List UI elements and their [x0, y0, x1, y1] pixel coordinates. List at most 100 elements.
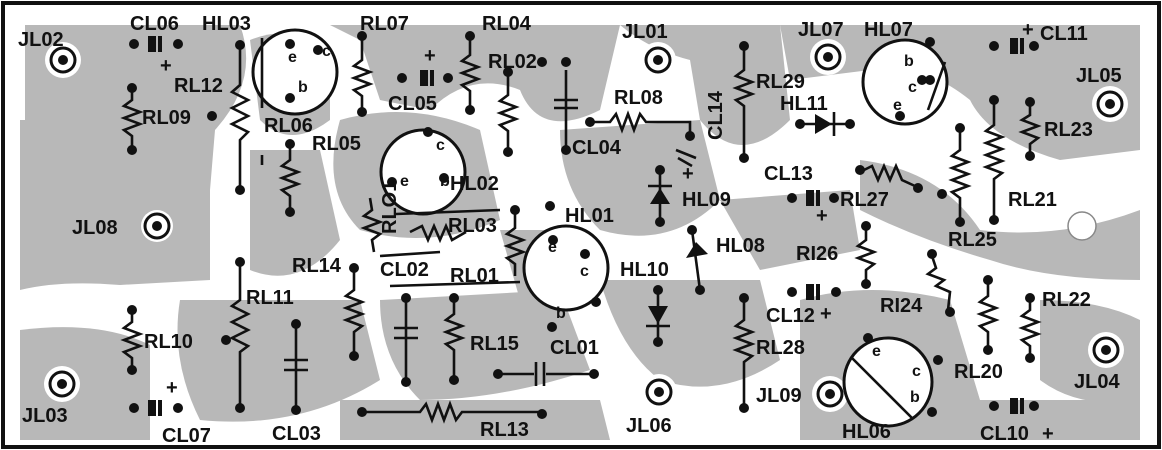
svg-text:CL04: CL04 [572, 137, 622, 159]
svg-text:RL07: RL07 [360, 13, 409, 35]
svg-text:+: + [816, 205, 828, 227]
capacitor-CL07: CL07 + [129, 377, 211, 447]
resistor-RL21: RL21 [982, 95, 1057, 225]
transistor-HL02: c e b HL02 [379, 127, 499, 216]
capacitor-CL02: CL02 [379, 250, 441, 281]
capacitor-CL01: CL01 [493, 337, 599, 386]
svg-text:e: e [400, 173, 409, 190]
jack-label: JL08 [72, 217, 118, 239]
svg-text:b: b [904, 53, 914, 70]
svg-text:CL12: CL12 [766, 305, 815, 327]
jack-JL01: JL01 [622, 21, 672, 74]
resistor-RI26: RI26 [796, 221, 878, 289]
capacitor-CL03: CL03 [272, 319, 321, 445]
svg-text:RL10: RL10 [144, 331, 193, 353]
resistor-RL04: RL04 [458, 13, 532, 115]
svg-text:b: b [910, 389, 920, 406]
svg-text:+: + [1042, 423, 1054, 445]
svg-text:RL08: RL08 [614, 87, 663, 109]
svg-text:RL28: RL28 [756, 337, 805, 359]
svg-text:RL25: RL25 [948, 229, 997, 251]
diodes: HL11 HL09 HL08 HL10 [620, 93, 855, 347]
svg-text:RLO1: RLO1 [379, 181, 401, 234]
svg-text:HL10: HL10 [620, 259, 669, 281]
svg-text:RL12: RL12 [174, 75, 223, 97]
svg-text:+: + [1022, 19, 1034, 41]
svg-text:RL23: RL23 [1044, 119, 1093, 141]
jack-label: JL05 [1076, 65, 1122, 87]
svg-text:CL07: CL07 [162, 425, 211, 447]
svg-text:+: + [160, 55, 172, 77]
resistor-RL29: RL29 [732, 41, 805, 163]
resistor-RLO1-vertical: RLO1 [360, 181, 401, 253]
diode-HL09: HL09 [648, 165, 731, 227]
svg-text:RL02: RL02 [488, 51, 537, 73]
jacks: JL02 JL01 JL07 JL05 JL08 JL03 JL06 JL09 … [18, 19, 1124, 437]
svg-text:RL20: RL20 [954, 361, 1003, 383]
svg-text:c: c [580, 263, 589, 280]
jack-JL07: JL07 [798, 19, 844, 71]
transistor-label: HL07 [864, 19, 913, 41]
transistor-label: HL03 [202, 13, 251, 35]
jack-label: JL06 [626, 415, 672, 437]
svg-text:RL05: RL05 [312, 133, 361, 155]
diode-HL10: HL10 [620, 259, 670, 347]
transistor-HL03: e c b HL03 [202, 13, 339, 116]
jack-JL08: JL08 [72, 212, 171, 240]
svg-text:RL06: RL06 [264, 115, 313, 137]
jack-JL03: JL03 [22, 370, 76, 427]
svg-text:+: + [820, 303, 832, 325]
svg-text:e: e [288, 49, 297, 66]
svg-text:RL14: RL14 [292, 255, 342, 277]
resistor-RL03: RL03 [409, 215, 497, 244]
jack-label: JL02 [18, 29, 64, 51]
svg-text:RI26: RI26 [796, 243, 838, 265]
svg-text:RL21: RL21 [1008, 189, 1057, 211]
resistor-RL06: RL06 [260, 115, 313, 165]
svg-text:CL10: CL10 [980, 423, 1029, 445]
jack-label: JL03 [22, 405, 68, 427]
transistor-label: HL02 [450, 173, 499, 195]
svg-text:c: c [912, 363, 921, 380]
jack-JL04: JL04 [1074, 336, 1120, 393]
transistor-label: HL06 [842, 421, 891, 443]
resistor-RL27: RL27 [840, 162, 923, 211]
transistors: e c b HL03 c e b HL02 e c b HL01 b c [202, 13, 949, 443]
resistor-RL10: RL10 [120, 305, 193, 375]
svg-text:RL01: RL01 [450, 265, 499, 287]
svg-text:CL05: CL05 [388, 93, 437, 115]
svg-text:CL01: CL01 [550, 337, 599, 359]
capacitor-CL04: CL04 [554, 57, 622, 159]
svg-text:RL22: RL22 [1042, 289, 1091, 311]
jack-JL05: JL05 [1076, 65, 1124, 118]
resistor-RL09: RL09 [120, 83, 191, 155]
svg-text:RL13: RL13 [480, 419, 529, 441]
jack-label: JL04 [1074, 371, 1120, 393]
resistor-RL14: RL14 [292, 255, 366, 361]
svg-text:c: c [322, 43, 331, 60]
svg-text:b: b [440, 173, 450, 190]
diode-HL08: HL08 [686, 225, 765, 295]
svg-text:RL15: RL15 [470, 333, 519, 355]
capacitor-CL12: CL12 + [766, 284, 841, 327]
resistors: RL12 RL09 RL07 RL04 RL02 RL06 RL05 RL08 … [120, 13, 1093, 441]
resistor-RL22: RL22 [1018, 289, 1091, 363]
svg-text:RL03: RL03 [448, 215, 497, 237]
jack-JL06: JL06 [626, 378, 673, 437]
resistor-RL25: RL25 [948, 123, 997, 251]
jack-label: JL07 [798, 19, 844, 41]
capacitor-CL06: CL06 + [129, 13, 183, 77]
capacitor-CL-mid [394, 293, 418, 387]
svg-text:RL04: RL04 [482, 13, 532, 35]
svg-text:b: b [298, 79, 308, 96]
resistor-RI24: RI24 [880, 249, 955, 317]
svg-text:b: b [556, 305, 566, 322]
svg-text:+: + [682, 163, 694, 185]
svg-text:RI24: RI24 [880, 295, 923, 317]
svg-text:c: c [436, 137, 445, 154]
transistor-HL01: e c b HL01 [522, 205, 614, 332]
diode-HL11: HL11 [780, 93, 855, 136]
svg-text:e: e [872, 343, 881, 360]
svg-text:CL11: CL11 [1040, 23, 1088, 45]
resistor-RL11: RL11 [229, 257, 294, 413]
